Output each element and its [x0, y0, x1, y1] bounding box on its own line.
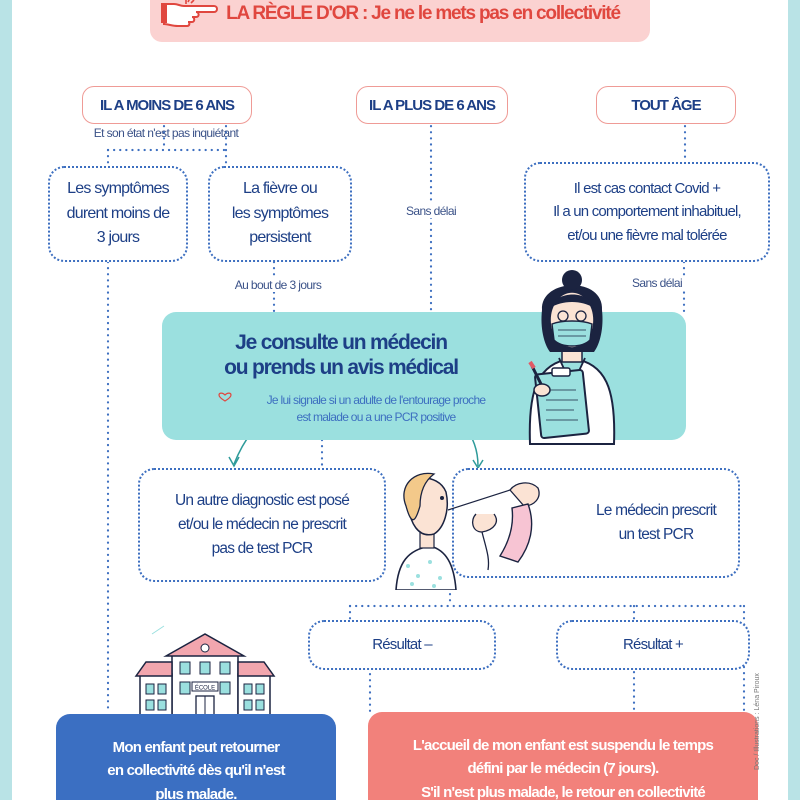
consult-title-line: Je consulte un médecin: [235, 331, 448, 354]
suspension-line: défini par le médecin (7 jours).: [467, 760, 659, 778]
pcr-prescribed-line: un test PCR: [618, 526, 695, 543]
fever-persists-line: persistent: [249, 229, 311, 247]
symptoms-short-line: 3 jours: [96, 229, 140, 247]
consult-title-line: ou prends un avis médical: [224, 356, 459, 380]
positive-result-box: Résultat +: [556, 620, 750, 670]
positive-result-text: Résultat +: [623, 636, 684, 654]
all-ages-text: TOUT ÂGE: [631, 96, 701, 114]
fever-persists-line: La fièvre ou: [242, 179, 318, 197]
suspension-box: L'accueil de mon enfant est suspendu le …: [368, 712, 758, 800]
return-to-school-box: Mon enfant peut retourner en collectivit…: [56, 714, 336, 800]
all-ages-note: Sans délai: [622, 276, 692, 290]
covid-contact-box: Il est cas contact Covid + Il a un compo…: [524, 162, 770, 262]
pcr-prescribed-line: Le médecin prescrit: [595, 501, 717, 519]
doctor-illustration: [528, 270, 616, 445]
negative-result-text: Résultat –: [372, 636, 432, 654]
negative-result-box: Résultat –: [308, 620, 496, 670]
after-3-days-note: Au bout de 3 jours: [218, 278, 338, 292]
covid-contact-line: Il a un comportement inhabituel,: [553, 203, 742, 221]
symptoms-short-line: Les symptômes: [67, 179, 169, 197]
return-line: plus malade.: [155, 785, 237, 800]
golden-rule-title: LA RÈGLE D'OR : Je ne le mets pas en col…: [226, 3, 621, 24]
return-line: en collectivité dès qu'il n'est: [107, 762, 285, 780]
all-ages-label: TOUT ÂGE: [596, 86, 736, 124]
school-sign-text: ÉCOLE: [195, 685, 215, 692]
suspension-line: L'accueil de mon enfant est suspendu le …: [412, 737, 714, 754]
heart-icon: [218, 392, 232, 402]
over-6-text: IL A PLUS DE 6 ANS: [369, 96, 496, 114]
pcr-prescribed-box: Le médecin prescrit un test PCR: [452, 468, 740, 578]
pcr-test-illustration: [395, 472, 540, 590]
under-6-text: IL A MOINS DE 6 ANS: [99, 96, 235, 114]
under-6-note: Et son état n'est pas inquiétant: [93, 126, 239, 140]
suspension-line: S'il n'est plus malade, le retour en col…: [421, 783, 706, 800]
other-diagnosis-line: et/ou le médecin ne prescrit: [177, 515, 347, 533]
fever-persists-box: La fièvre ou les symptômes persistent: [208, 166, 352, 262]
school-building-illustration: ÉCOLE: [134, 625, 276, 717]
under-6-label: IL A MOINS DE 6 ANS: [82, 86, 252, 124]
symptoms-short-box: Les symptômes durent moins de 3 jours: [48, 166, 188, 262]
other-diagnosis-line: Un autre diagnostic est posé: [174, 491, 350, 509]
golden-rule-banner: LA RÈGLE D'OR : Je ne le mets pas en col…: [150, 0, 650, 42]
illustration-credit: Doc / Illustrations : Léna Piroux: [754, 673, 761, 770]
consult-sub-line: est malade ou a une PCR positive: [296, 410, 456, 425]
covid-contact-line: Il est cas contact Covid +: [573, 180, 721, 198]
infographic-canvas: LA RÈGLE D'OR : Je ne le mets pas en col…: [12, 0, 788, 800]
pointing-hand-icon: [161, 0, 218, 27]
consult-title: Je consulte un médecin ou prends un avis…: [172, 330, 510, 380]
consult-sub-line: Je lui signale si un adulte de l'entoura…: [266, 393, 487, 407]
over-6-note: Sans délai: [396, 204, 466, 218]
other-diagnosis-box: Un autre diagnostic est posé et/ou le mé…: [138, 468, 386, 582]
covid-contact-line: et/ou une fièvre mal tolérée: [567, 226, 727, 244]
over-6-label: IL A PLUS DE 6 ANS: [356, 86, 508, 124]
symptoms-short-line: durent moins de: [66, 204, 171, 222]
fever-persists-line: les symptômes: [231, 204, 329, 222]
consult-subtitle: Je lui signale si un adulte de l'entoura…: [216, 392, 536, 427]
return-line: Mon enfant peut retourner: [112, 739, 280, 756]
other-diagnosis-line: pas de test PCR: [211, 540, 314, 557]
